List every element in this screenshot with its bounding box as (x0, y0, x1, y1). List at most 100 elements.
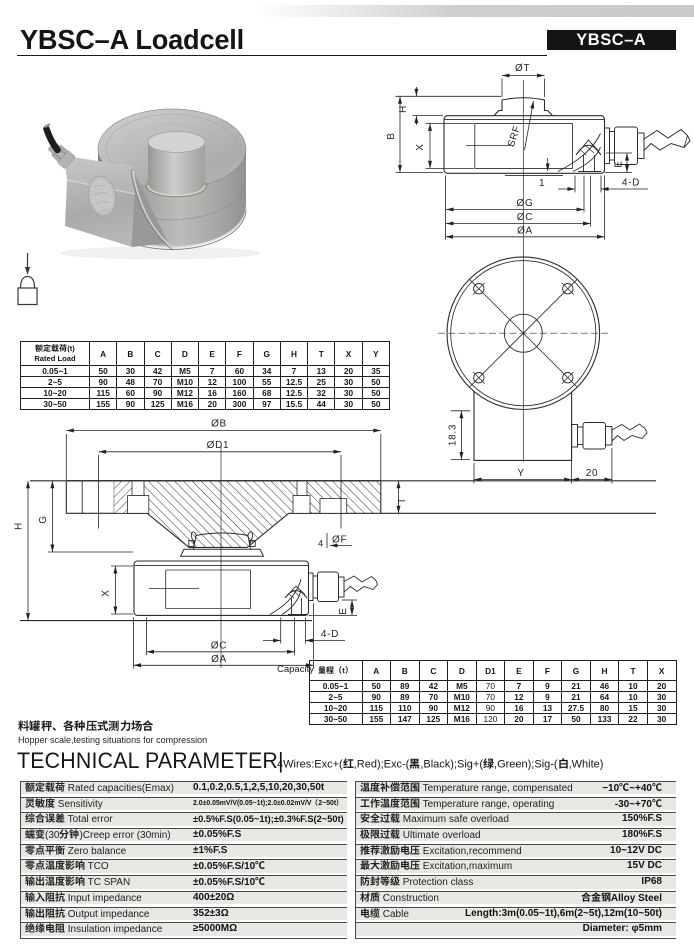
cjk-glyph (360, 876, 370, 886)
table-cell: 20 (504, 713, 534, 725)
table-cell: 20 (646, 680, 677, 692)
table-cell: 12.5 (279, 376, 309, 388)
cjk-glyph (390, 829, 400, 839)
cjk-glyph (370, 860, 380, 871)
table-cell-load: 10~20 (308, 702, 363, 714)
parameter-label: Rated capacities(Emax) (25, 782, 174, 795)
dim-label-x: X (415, 143, 426, 150)
table-header-col: H (279, 341, 309, 366)
dim-label-dia-c2: ØC (211, 640, 227, 651)
cjk-glyph (619, 783, 629, 791)
section-heading: TECHNICAL PARAMETER| (17, 748, 284, 773)
parameter-value: 15V DC (627, 860, 662, 872)
cjk-glyph (35, 829, 45, 839)
table-cell: 27.5 (561, 702, 591, 714)
cjk-glyph (380, 876, 390, 886)
cjk-glyph (652, 798, 662, 807)
cjk-glyph (35, 876, 45, 886)
table-cell: 55 (252, 376, 281, 388)
text-run: Insulation impedance (65, 924, 163, 935)
table-cell: 133 (589, 713, 620, 725)
side-view-labels: ØT H B X SRF E 1 4-D ØG ØC ØA (386, 63, 639, 236)
cjk-glyph (75, 876, 85, 886)
photo-shadow (60, 246, 260, 260)
cjk-glyph (410, 798, 420, 808)
cjk-glyph (370, 798, 380, 808)
dim-label-dia-f: ØF (332, 535, 347, 546)
cjk-glyph (25, 876, 35, 886)
cjk-glyph (400, 782, 410, 792)
text-run: Length:3m(0.05~1t),6m(2~5t),12m(10~50t) (464, 907, 662, 919)
table-cell: 22 (618, 713, 648, 725)
table-header-col: F (225, 341, 254, 366)
cjk-glyph (55, 876, 65, 886)
cjk-glyph (410, 798, 420, 808)
cjk-glyph (35, 845, 45, 855)
text-run: Zero balance (65, 845, 127, 857)
cjk-glyph (40, 719, 52, 731)
cjk-glyph (380, 876, 390, 886)
table-cell: M12 (170, 387, 200, 399)
text-run: ≥5000MΩ (193, 923, 238, 935)
text-run: 150%F.S (621, 813, 662, 825)
cjk-glyph (59, 344, 67, 353)
cjk-glyph (35, 344, 44, 353)
cjk-glyph (360, 892, 370, 902)
parameter-value: 352±3Ω (193, 908, 229, 920)
cjk-glyph (360, 782, 370, 792)
cjk-glyph (370, 876, 380, 886)
parameter-label: Cable (360, 907, 409, 921)
text-run: ,Green);Sig-( (494, 758, 558, 771)
cjk-glyph (120, 719, 131, 731)
table-cell: 155 (361, 713, 392, 725)
parameter-table-right: Temperature range, compensated−10~+40 Te… (355, 781, 676, 939)
cjk-glyph (558, 758, 568, 769)
cjk-glyph (142, 719, 154, 731)
cjk-glyph (410, 845, 420, 855)
table-header-col: A (88, 341, 118, 366)
cjk-glyph (380, 798, 390, 808)
cjk-glyph (380, 798, 390, 808)
table-cell: 25 (307, 376, 336, 388)
table-header-col: G (561, 660, 591, 681)
cjk-glyph (370, 892, 380, 902)
cjk-glyph (400, 797, 410, 808)
box-top-face (64, 156, 135, 194)
table-header-col: Y (361, 341, 391, 366)
dim-label-dia-a: ØA (517, 225, 533, 236)
table-cell: 12.5 (279, 387, 309, 399)
table-cell: 44 (307, 398, 336, 410)
table-cell-load: 10~20 (20, 387, 90, 399)
table-cell: 120 (475, 713, 506, 725)
text-run: ±0.05%F.S (193, 829, 242, 841)
cjk-glyph (51, 344, 59, 353)
cjk-glyph (380, 845, 390, 855)
text-run: 15V DC (626, 860, 662, 872)
cjk-glyph (75, 860, 85, 871)
cjk-glyph (18, 719, 30, 731)
cjk-glyph (142, 719, 154, 731)
text-run: Sensitivity (55, 798, 103, 810)
cjk-glyph (69, 829, 79, 839)
cjk-glyph (46, 923, 55, 933)
table-cell: 16 (504, 702, 534, 714)
text-run: ,Red);Exc-( (353, 758, 410, 771)
cjk-glyph (35, 923, 45, 933)
parameter-value: IP68 (641, 876, 662, 888)
text-run: Total error (65, 814, 113, 826)
parameter-table-endline (21, 937, 347, 939)
cjk-glyph (35, 813, 45, 824)
table-cell: 35 (361, 365, 391, 377)
table-header-col: C (418, 660, 449, 681)
table-cell: M12 (447, 702, 477, 714)
text-run: Temperature range, operating (420, 798, 555, 810)
dim-label-dia-c: ØC (517, 212, 533, 223)
dim-label-four: 4 (318, 539, 323, 549)
table-cell: 160 (225, 387, 254, 399)
title-underline (17, 54, 547, 57)
cjk-glyph (380, 813, 390, 824)
cjk-glyph (390, 829, 400, 839)
table-header-col: B (390, 660, 420, 681)
